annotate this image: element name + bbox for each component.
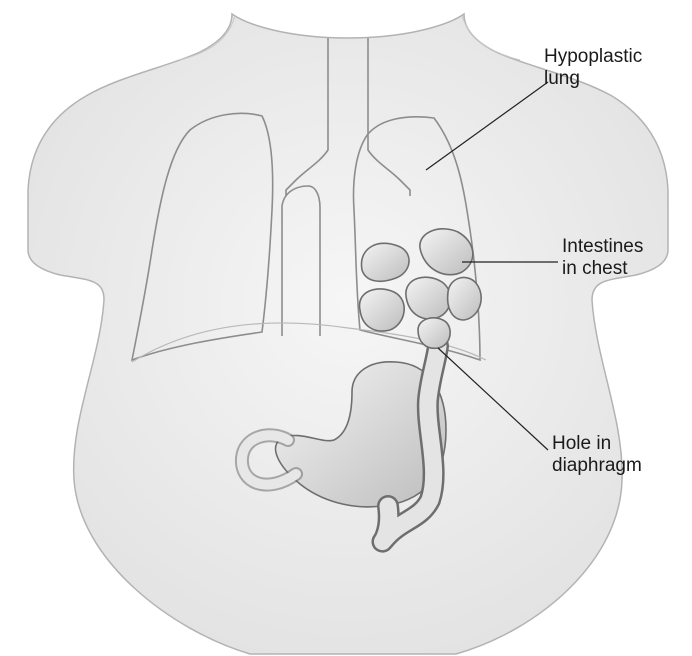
label-intestines-in-chest: Intestines in chest — [562, 236, 643, 280]
label-hypoplastic-lung: Hypoplastic lung — [544, 46, 642, 90]
label-hole-line-1: Hole in — [552, 433, 642, 455]
label-hole-in-diaphragm: Hole in diaphragm — [552, 433, 642, 477]
label-intestines-line-1: Intestines — [562, 236, 643, 258]
label-hypoplastic-lung-line-2: lung — [544, 68, 642, 90]
label-hole-line-2: diaphragm — [552, 455, 642, 477]
label-hypoplastic-lung-line-1: Hypoplastic — [544, 46, 642, 68]
torso-silhouette — [28, 14, 668, 654]
label-intestines-line-2: in chest — [562, 258, 643, 280]
